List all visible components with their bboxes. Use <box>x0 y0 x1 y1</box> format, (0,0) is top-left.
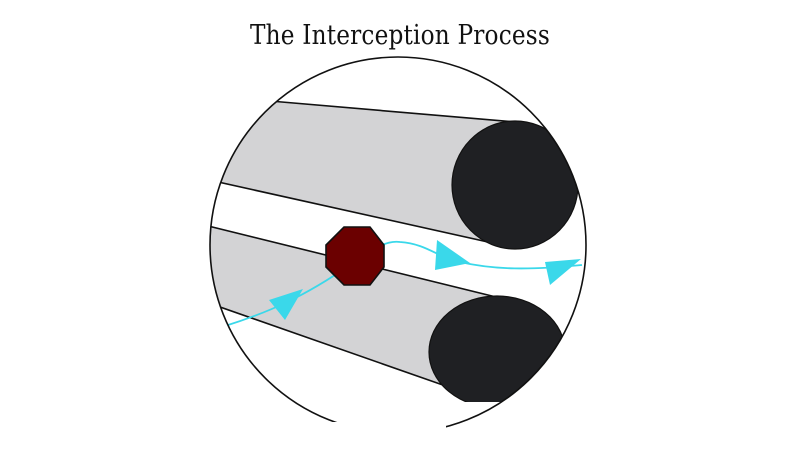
view-cutout <box>443 402 586 433</box>
diagram-title: The Interception Process <box>250 20 550 51</box>
flow-arrow-1 <box>269 289 303 320</box>
particle <box>325 226 385 286</box>
outline-gap <box>326 422 446 442</box>
flow-streamline <box>224 240 583 327</box>
flow-arrow-2 <box>435 240 470 270</box>
flow-arrow-3 <box>545 259 581 285</box>
lower-fiber-end <box>428 295 566 409</box>
upper-fiber-end <box>451 120 579 250</box>
upper-fiber <box>210 94 579 250</box>
